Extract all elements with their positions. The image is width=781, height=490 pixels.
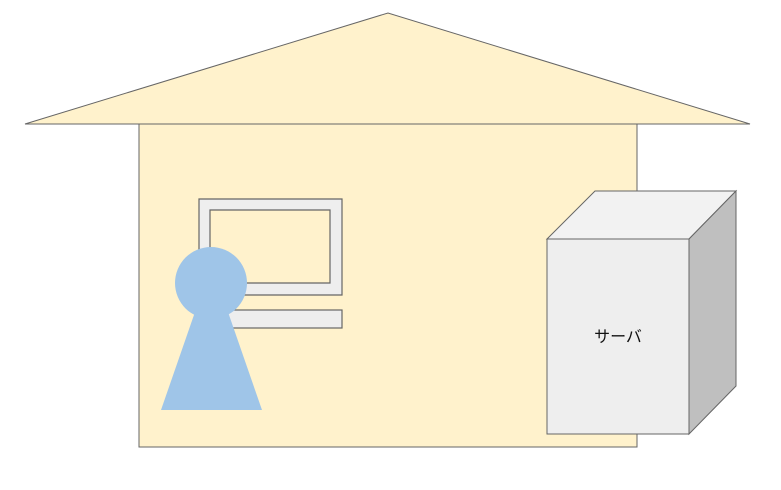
person-body [161, 312, 262, 410]
person-icon [161, 247, 262, 410]
server-icon: サーバ [545, 189, 738, 436]
house-roof [24, 12, 751, 125]
server-label: サーバ [594, 327, 642, 346]
person-head [175, 247, 247, 319]
server-front [546, 238, 690, 435]
